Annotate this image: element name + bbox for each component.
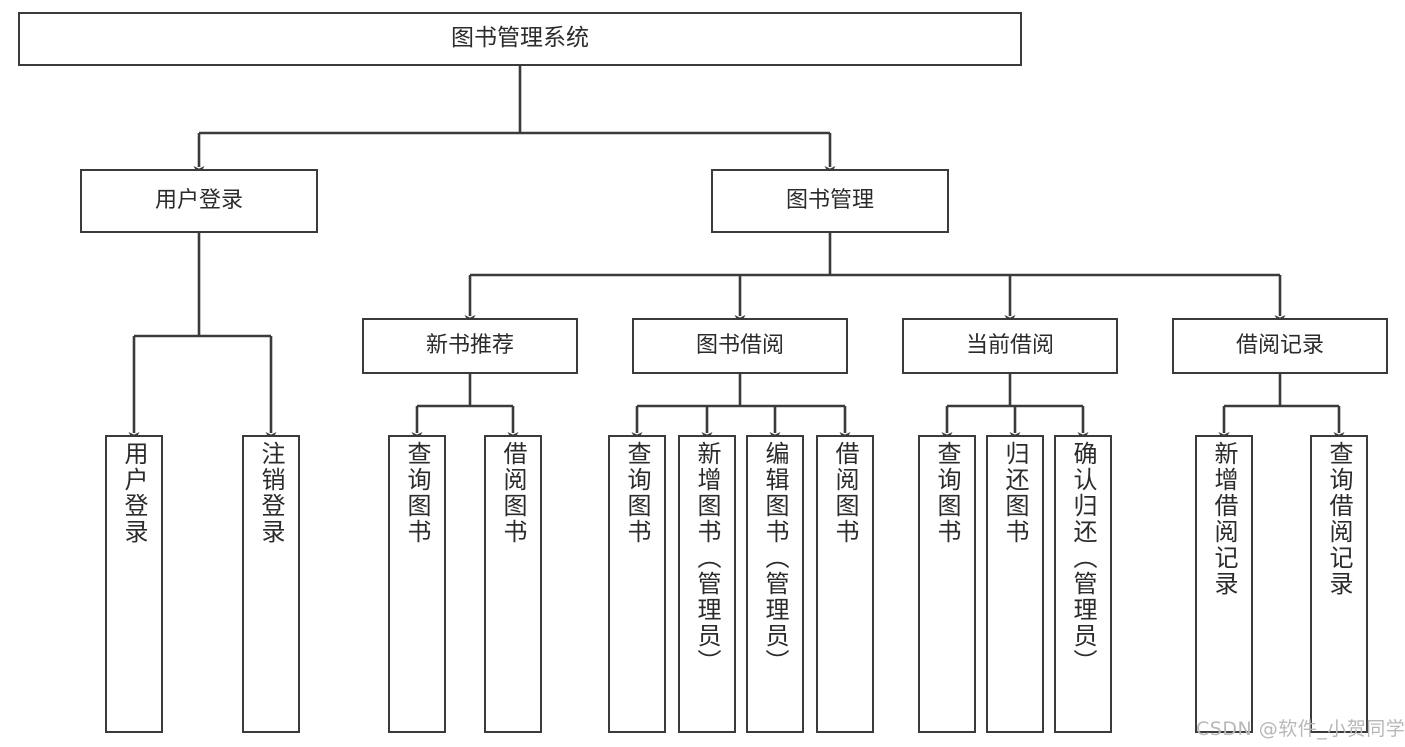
node-label-l_querybook2: 查询图书: [623, 441, 651, 545]
node-current[interactable]: 当前借阅: [902, 318, 1118, 374]
node-label-l_confirm: 确认归还（管理员）: [1069, 441, 1097, 675]
node-l_returnbook[interactable]: 归还图书: [986, 435, 1044, 733]
node-l_logout[interactable]: 注销登录: [242, 435, 300, 733]
node-borrow[interactable]: 图书借阅: [632, 318, 848, 374]
node-label-current: 当前借阅: [965, 333, 1054, 359]
node-label-borrow: 图书借阅: [695, 333, 784, 359]
node-label-login: 用户登录: [154, 188, 243, 214]
node-label-l_borrowbook2: 借阅图书: [831, 441, 859, 545]
node-bookmgmt[interactable]: 图书管理: [711, 169, 949, 233]
node-label-newbook: 新书推荐: [425, 333, 514, 359]
watermark-label: CSDN @软件_小贺同学: [1196, 718, 1405, 740]
node-label-records: 借阅记录: [1235, 333, 1324, 359]
node-l_borrowbook1[interactable]: 借阅图书: [484, 435, 542, 733]
node-label-l_logout: 注销登录: [257, 441, 285, 545]
node-label-l_addrecord: 新增借阅记录: [1210, 441, 1238, 597]
node-label-root: 图书管理系统: [451, 25, 589, 52]
node-label-bookmgmt: 图书管理: [785, 188, 874, 214]
node-label-l_addbook: 新增图书（管理员）: [693, 441, 721, 675]
node-label-l_borrowbook1: 借阅图书: [499, 441, 527, 545]
node-label-l_editbook: 编辑图书（管理员）: [761, 441, 789, 675]
node-root[interactable]: 图书管理系统: [18, 12, 1022, 66]
node-label-l_queryrecord: 查询借阅记录: [1325, 441, 1353, 597]
node-l_querybook2[interactable]: 查询图书: [608, 435, 666, 733]
node-l_addrecord[interactable]: 新增借阅记录: [1195, 435, 1253, 733]
node-label-l_returnbook: 归还图书: [1001, 441, 1029, 545]
node-label-l_userlogin: 用户登录: [120, 441, 148, 545]
node-l_userlogin[interactable]: 用户登录: [105, 435, 163, 733]
node-label-l_querybook1: 查询图书: [403, 441, 431, 545]
node-label-l_querybook3: 查询图书: [933, 441, 961, 545]
node-l_querybook1[interactable]: 查询图书: [388, 435, 446, 733]
node-l_confirm[interactable]: 确认归还（管理员）: [1054, 435, 1112, 733]
node-l_queryrecord[interactable]: 查询借阅记录: [1310, 435, 1368, 733]
node-login[interactable]: 用户登录: [80, 169, 318, 233]
node-records[interactable]: 借阅记录: [1172, 318, 1388, 374]
node-l_querybook3[interactable]: 查询图书: [918, 435, 976, 733]
node-l_addbook[interactable]: 新增图书（管理员）: [678, 435, 736, 733]
node-l_editbook[interactable]: 编辑图书（管理员）: [746, 435, 804, 733]
node-l_borrowbook2[interactable]: 借阅图书: [816, 435, 874, 733]
node-newbook[interactable]: 新书推荐: [362, 318, 578, 374]
